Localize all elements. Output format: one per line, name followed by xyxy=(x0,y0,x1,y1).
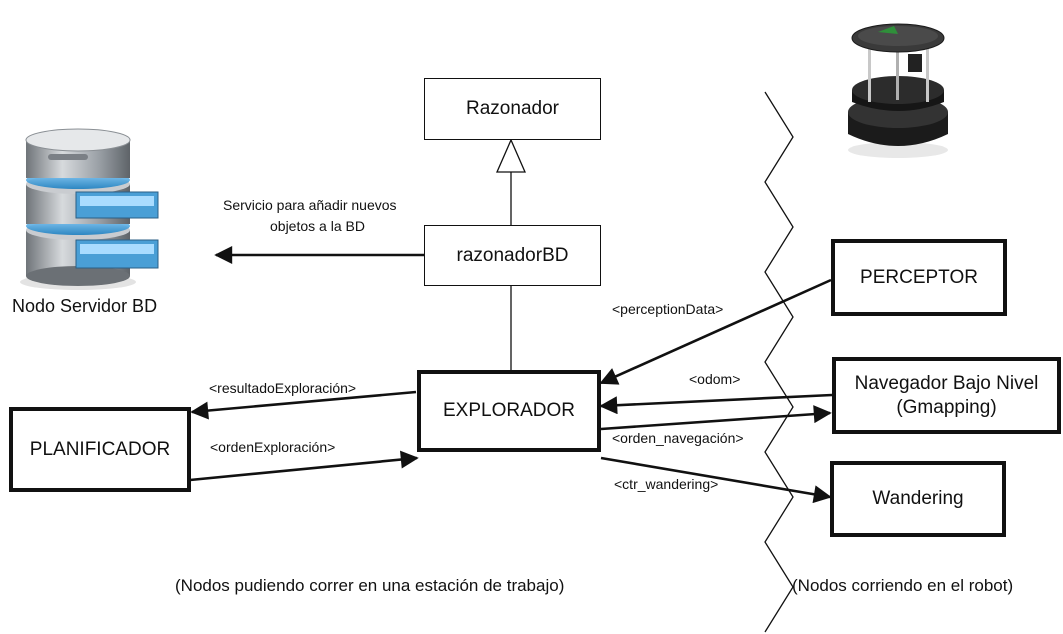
robot-caption: (Nodos corriendo en el robot) xyxy=(792,576,1014,595)
navegador-label-line2: (Gmapping) xyxy=(896,396,997,418)
perception-data-label: <perceptionData> xyxy=(612,301,724,317)
inheritance-triangle xyxy=(496,138,526,173)
orden-exploracion-label: <ordenExploración> xyxy=(210,439,336,455)
planificador-label: PLANIFICADOR xyxy=(29,438,171,460)
servicio-label-line1: Servicio para añadir nuevos xyxy=(223,197,397,213)
servicio-label-line2: objetos a la BD xyxy=(270,218,365,234)
resultado-exploracion-arrow xyxy=(190,390,417,420)
orden-exploracion-arrow xyxy=(189,450,419,482)
database-server-icon xyxy=(20,128,159,290)
perceptor-label: PERCEPTOR xyxy=(860,266,978,288)
odom-label: <odom> xyxy=(689,371,741,387)
orden-navegacion-arrow xyxy=(600,405,832,431)
ctr-wandering-arrow xyxy=(600,456,832,504)
nodo-servidor-label: Nodo Servidor BD xyxy=(12,296,158,316)
ctr-wandering-label: <ctr_wandering> xyxy=(614,476,719,492)
explorador-box: EXPLORADOR xyxy=(417,370,601,452)
wandering-box: Wandering xyxy=(830,461,1006,537)
perception-data-arrow xyxy=(599,278,832,385)
resultado-exploracion-label: <resultadoExploración> xyxy=(209,380,357,396)
explorador-label: EXPLORADOR xyxy=(443,400,575,422)
navegador-box: Navegador Bajo Nivel (Gmapping) xyxy=(832,357,1061,434)
razonador-label: Razonador xyxy=(466,98,559,120)
orden-navegacion-label: <orden_navegación> xyxy=(612,430,744,446)
workstation-caption: (Nodos pudiendo correr en una estación d… xyxy=(175,576,565,595)
razonador-box: Razonador xyxy=(424,78,601,140)
odom-arrow xyxy=(599,393,833,415)
wandering-label: Wandering xyxy=(872,488,964,510)
razonador-bd-label: razonadorBD xyxy=(456,244,569,266)
boundary-zigzag-line xyxy=(764,91,794,633)
navegador-label-line1: Navegador Bajo Nivel xyxy=(854,372,1039,394)
turtlebot-robot-icon xyxy=(848,23,948,158)
razonador-bd-box: razonadorBD xyxy=(424,225,601,286)
perceptor-box: PERCEPTOR xyxy=(831,239,1007,316)
planificador-box: PLANIFICADOR xyxy=(9,407,191,492)
